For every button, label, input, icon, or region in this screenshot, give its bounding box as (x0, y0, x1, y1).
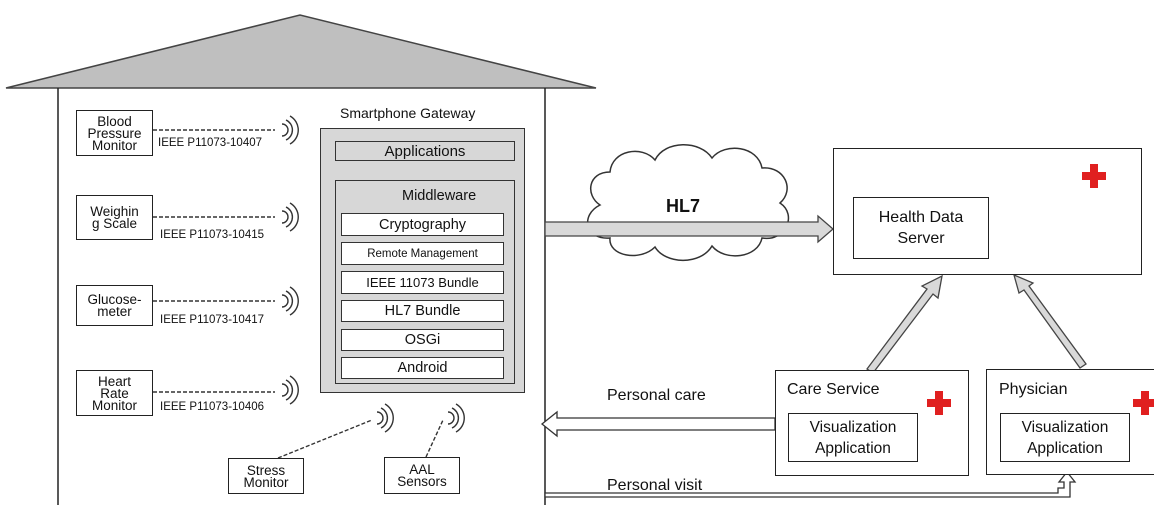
wireless-icon (447, 403, 465, 433)
glucose-meter: Glucose- meter (76, 285, 153, 326)
visualization-application: Visualization Application (1000, 413, 1130, 462)
aal-sensors: AAL Sensors (384, 457, 460, 494)
blood-pressure-monitor: Blood Pressure Monitor (76, 110, 153, 156)
middleware-title: Middleware (402, 188, 477, 204)
gateway-title: Smartphone Gateway (340, 105, 476, 121)
weighing-scale: Weighin g Scale (76, 195, 153, 240)
care-service-title: Care Service (787, 381, 880, 398)
device-standard: IEEE P11073-10417 (160, 314, 265, 326)
personal-care-arrow (540, 410, 776, 438)
layer-ieee-bundle: IEEE 11073 Bundle (341, 271, 504, 294)
medical-cross-icon (1133, 391, 1154, 415)
personal-visit-label: Personal visit (607, 477, 703, 494)
care-to-server-arrow (866, 274, 943, 374)
medical-cross-icon (927, 391, 951, 415)
personal-care-label: Personal care (607, 387, 706, 404)
applications-layer: Applications (335, 141, 515, 161)
layer-hl7-bundle: HL7 Bundle (341, 300, 504, 322)
layer-osgi: OSGi (341, 329, 504, 351)
device-standard: IEEE P11073-10406 (160, 401, 265, 413)
cloud-label: HL7 (666, 196, 701, 216)
wireless-icon (281, 286, 299, 316)
heart-rate-monitor: Heart Rate Monitor (76, 370, 153, 416)
health-data-server: Health Data Server (853, 197, 989, 259)
wireless-icon (376, 403, 394, 433)
device-standard: IEEE P11073-10415 (160, 229, 265, 241)
device-standard: IEEE P11073-10407 (158, 137, 263, 149)
wireless-icon (281, 375, 299, 405)
wireless-icon (281, 115, 299, 145)
physician-title: Physician (999, 381, 1068, 398)
stress-monitor: Stress Monitor (228, 458, 304, 494)
layer-android: Android (341, 357, 504, 379)
link-aal (425, 419, 444, 458)
layer-cryptography: Cryptography (341, 213, 504, 236)
visualization-application: Visualization Application (788, 413, 918, 462)
layer-remote-management: Remote Management (341, 242, 504, 265)
hl7-arrow (544, 214, 834, 244)
physician-to-server-arrow (1013, 273, 1087, 369)
medical-cross-icon (1082, 164, 1106, 188)
house-roof (5, 14, 597, 89)
personal-visit-arrow (544, 470, 1077, 498)
link-stress (277, 419, 373, 459)
wireless-icon (281, 202, 299, 232)
